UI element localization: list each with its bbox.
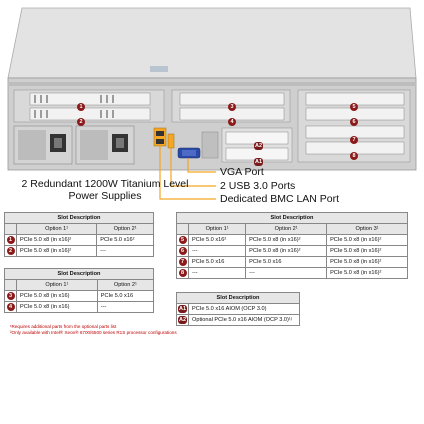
table-title: Slot Description bbox=[4, 212, 154, 224]
column-header: Option 2¹ bbox=[96, 223, 154, 235]
table-cell: PCIe 5.0 x8 (in x16)² bbox=[326, 245, 408, 257]
table-cell: PCIe 5.0 x16² bbox=[96, 234, 154, 246]
table-cell: --- bbox=[96, 301, 155, 313]
server-rear-view: 1 2 3 4 5 6 7 8 A2 A1 VGA Port 2 USB 3.0… bbox=[0, 0, 424, 205]
table-cell: Optional PCIe 5.0 x16 AIOM (OCP 3.0)¹ʲ bbox=[188, 314, 300, 326]
table-row: A1 PCIe 5.0 x16 AIOM (OCP 3.0) bbox=[176, 303, 300, 315]
table-cell: --- bbox=[245, 267, 328, 279]
table-cell: --- bbox=[187, 267, 247, 279]
slot-badge-2: 2 bbox=[77, 110, 85, 128]
footnote: ¹Requires additional parts from the opti… bbox=[10, 324, 117, 329]
table-row: 4 PCIe 5.0 x8 (in x16) --- bbox=[4, 301, 155, 313]
column-header: Option 2¹ bbox=[96, 279, 155, 291]
power-supply-caption: 2 Redundant 1200W Titanium Level Power S… bbox=[21, 178, 189, 202]
footnote: ²Only available with Intel® Xeon® 6700/6… bbox=[10, 330, 177, 335]
table-cell: PCIe 5.0 x16 bbox=[245, 256, 328, 268]
chassis-illustration bbox=[7, 7, 417, 200]
slot-table-3: Slot Description Option 1¹ Option 2¹ Opt… bbox=[176, 212, 408, 279]
table-cell: PCIe 5.0 x8 (in x16)² bbox=[245, 245, 328, 257]
slot-badge-5: 5 bbox=[350, 95, 358, 113]
column-header: Option 1¹ bbox=[16, 279, 98, 291]
table-row: 7 PCIe 5.0 x16 PCIe 5.0 x16 PCIe 5.0 x8 … bbox=[176, 256, 408, 268]
slot-table-aiom: Slot Description A1 PCIe 5.0 x16 AIOM (O… bbox=[176, 292, 300, 326]
table-row: 5 PCIe 5.0 x16² PCIe 5.0 x8 (in x16)² PC… bbox=[176, 234, 408, 246]
table-row: 2 PCIe 5.0 x8 (in x16)² --- bbox=[4, 245, 154, 257]
table-cell: PCIe 5.0 x8 (in x16)² bbox=[326, 267, 408, 279]
table-cell: PCIe 5.0 x8 (in x16)² bbox=[15, 234, 98, 246]
slot-badge-7: 7 bbox=[350, 128, 358, 146]
table-cell: PCIe 5.0 x16 bbox=[96, 290, 155, 302]
usb-ports-label: 2 USB 3.0 Ports bbox=[220, 180, 296, 192]
table-cell: PCIe 5.0 x8 (in x16)² bbox=[326, 234, 408, 246]
table-row: A2 Optional PCIe 5.0 x16 AIOM (OCP 3.0)¹… bbox=[176, 314, 300, 326]
table-row: 3 PCIe 5.0 x8 (in x16) PCIe 5.0 x16 bbox=[4, 290, 155, 302]
table-cell: --- bbox=[96, 245, 154, 257]
column-header: Option 2¹ bbox=[245, 223, 328, 235]
table-cell: --- bbox=[187, 245, 247, 257]
table-row: 1 PCIe 5.0 x8 (in x16)² PCIe 5.0 x16² bbox=[4, 234, 154, 246]
slot-table-2: Slot Description Option 1¹ Option 2¹ 3 P… bbox=[4, 268, 155, 313]
table-cell: PCIe 5.0 x16² bbox=[187, 234, 247, 246]
table-cell: PCIe 5.0 x8 (in x16) bbox=[16, 301, 98, 313]
slot-badge-4: 4 bbox=[228, 110, 236, 128]
bmc-lan-port-label: Dedicated BMC LAN Port bbox=[220, 193, 340, 205]
slot-badge-a2: A2 bbox=[254, 142, 263, 150]
column-header: Option 1¹ bbox=[15, 223, 98, 235]
table-cell: PCIe 5.0 x16 bbox=[187, 256, 247, 268]
table-title: Slot Description bbox=[176, 292, 300, 304]
table-cell: PCIe 5.0 x8 (in x16)² bbox=[245, 234, 328, 246]
table-cell: PCIe 5.0 x8 (in x16)² bbox=[326, 256, 408, 268]
slot-badge-6: 6 bbox=[350, 110, 358, 128]
slot-badge-1: 1 bbox=[77, 95, 85, 113]
table-cell: PCIe 5.0 x8 (in x16)² bbox=[15, 245, 98, 257]
footnotes: ¹Requires additional parts from the opti… bbox=[10, 324, 177, 336]
column-header: Option 3¹ bbox=[326, 223, 408, 235]
table-title: Slot Description bbox=[4, 268, 154, 280]
slot-table-1: Slot Description Option 1¹ Option 2¹ 1 P… bbox=[4, 212, 154, 257]
table-cell: PCIe 5.0 x16 AIOM (OCP 3.0) bbox=[188, 303, 300, 315]
table-row: 6 --- PCIe 5.0 x8 (in x16)² PCIe 5.0 x8 … bbox=[176, 245, 408, 257]
slot-badge-a1: A1 bbox=[254, 158, 263, 166]
table-row: 8 --- --- PCIe 5.0 x8 (in x16)² bbox=[176, 267, 408, 279]
slot-badge-3: 3 bbox=[228, 95, 236, 113]
slot-badge-8: 8 bbox=[350, 144, 358, 162]
column-header: Option 1¹ bbox=[187, 223, 247, 235]
table-title: Slot Description bbox=[176, 212, 408, 224]
vga-port-label: VGA Port bbox=[220, 166, 264, 178]
table-cell: PCIe 5.0 x8 (in x16) bbox=[16, 290, 98, 302]
